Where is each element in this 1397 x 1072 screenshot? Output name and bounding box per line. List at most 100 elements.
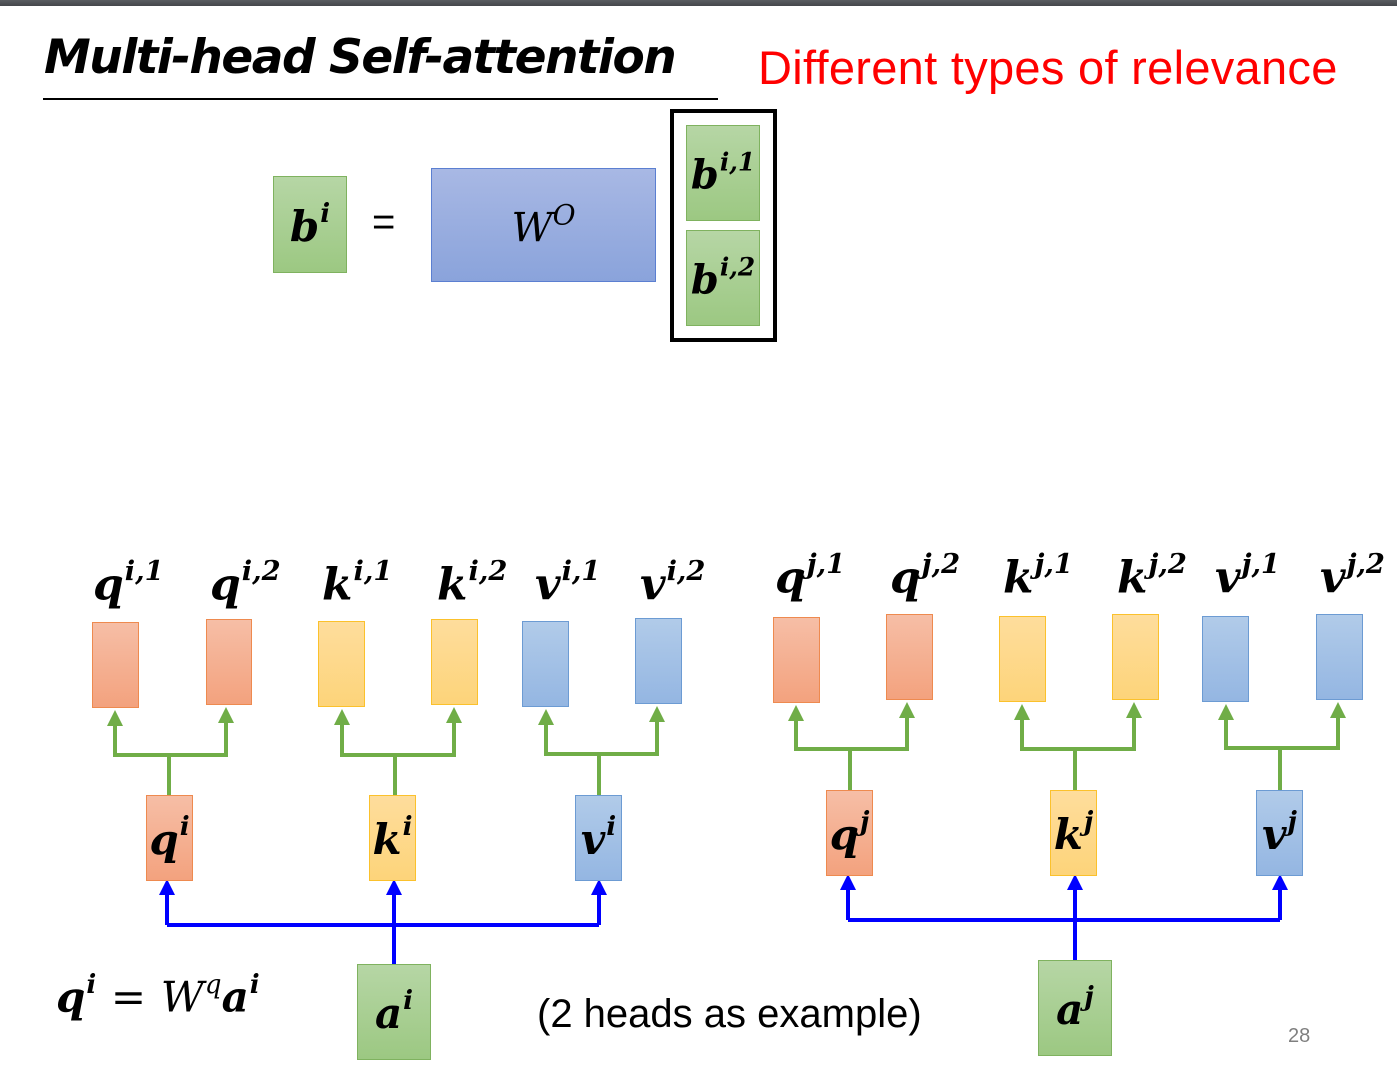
input-vector-a-j: aj bbox=[1038, 960, 1112, 1056]
query-box-q-i: qi bbox=[146, 795, 193, 881]
math-superscript: i bbox=[606, 812, 617, 843]
math-base: k bbox=[1117, 552, 1148, 604]
math-superscript: O bbox=[552, 198, 576, 232]
title-underline bbox=[43, 98, 718, 100]
head-label-q-i-1: qi,1 bbox=[93, 555, 164, 611]
math-base: b bbox=[690, 151, 719, 199]
math-superscript: j,2 bbox=[1346, 548, 1385, 580]
math-superscript: j bbox=[1287, 807, 1297, 838]
key-label: ki bbox=[370, 812, 415, 864]
head-label-v-i-2: vi,2 bbox=[640, 555, 705, 611]
math-base: a bbox=[374, 988, 403, 1038]
math-base: v bbox=[1262, 809, 1287, 859]
math-superscript: j,1 bbox=[1241, 548, 1280, 580]
math-base: k bbox=[372, 814, 402, 864]
head-box-q-i-2 bbox=[206, 619, 252, 705]
math-base: q bbox=[890, 552, 921, 604]
heads-caption: (2 heads as example) bbox=[537, 992, 922, 1036]
head-box-v-j-2 bbox=[1316, 614, 1363, 700]
math-base: q bbox=[210, 559, 241, 611]
page-number: 28 bbox=[1288, 1025, 1311, 1047]
math-base: q bbox=[829, 809, 859, 859]
math-superscript: i,1 bbox=[353, 555, 393, 587]
head-output-b-i-2: bi,2 bbox=[686, 230, 760, 326]
key-box-k-j: kj bbox=[1050, 790, 1097, 876]
head-label-k-j-2: kj,2 bbox=[1117, 548, 1187, 604]
head-label-q-i-2: qi,2 bbox=[210, 555, 281, 611]
math-superscript: q bbox=[204, 970, 222, 1000]
math-base: k bbox=[437, 559, 468, 611]
math-base: v bbox=[1215, 552, 1241, 604]
input-vector-a-i: ai bbox=[357, 964, 431, 1060]
head-output-b-i-1: bi,1 bbox=[686, 125, 760, 221]
math-base: v bbox=[1320, 552, 1346, 604]
math-base: W bbox=[160, 972, 204, 1022]
math-base: a bbox=[221, 972, 249, 1022]
slide-title: Multi-head Self-attention bbox=[44, 30, 677, 85]
math-base: q bbox=[775, 552, 806, 604]
math-superscript: j,1 bbox=[1034, 548, 1073, 580]
head-label-k-i-2: ki,2 bbox=[437, 555, 507, 611]
math-superscript: j bbox=[1083, 807, 1094, 838]
head-box-k-i-1 bbox=[318, 621, 365, 707]
math-base: a bbox=[1056, 984, 1084, 1034]
math-base: k bbox=[1053, 809, 1083, 859]
head-output-label: bi,2 bbox=[687, 253, 759, 304]
head-box-k-j-1 bbox=[999, 616, 1046, 702]
math-superscript: j,1 bbox=[806, 548, 846, 580]
math-superscript: i bbox=[86, 970, 97, 1000]
head-label-k-j-1: kj,1 bbox=[1003, 548, 1073, 604]
slide-top-bar bbox=[0, 0, 1397, 6]
math-base: q bbox=[149, 814, 179, 864]
head-label-q-j-2: qj,2 bbox=[890, 548, 960, 604]
head-label-v-j-2: vj,2 bbox=[1320, 548, 1385, 604]
math-superscript: i bbox=[320, 198, 331, 229]
value-box-v-j: vj bbox=[1256, 790, 1303, 876]
equals-sign: = bbox=[372, 200, 396, 244]
math-base: q bbox=[93, 559, 124, 611]
math-base: v bbox=[580, 814, 606, 864]
output-matrix-W-O: WO bbox=[431, 168, 656, 282]
math-superscript: j,2 bbox=[1148, 548, 1187, 580]
math-base: k bbox=[322, 559, 353, 611]
math-superscript: i,2 bbox=[468, 555, 508, 587]
head-output-label: bi,1 bbox=[687, 148, 759, 199]
math-superscript: i bbox=[249, 970, 260, 1000]
head-label-k-i-1: ki,1 bbox=[322, 555, 392, 611]
math-base: b bbox=[690, 256, 719, 304]
math-superscript: i,2 bbox=[241, 555, 281, 587]
math-base: v bbox=[640, 559, 666, 611]
slide-subtitle: Different types of relevance bbox=[758, 41, 1338, 94]
head-box-q-j-1 bbox=[773, 617, 820, 703]
head-label-v-i-1: vi,1 bbox=[535, 555, 600, 611]
math-superscript: i bbox=[403, 986, 414, 1017]
output-matrix-label: WO bbox=[432, 199, 655, 252]
head-box-v-i-1 bbox=[522, 621, 569, 707]
math-base: q bbox=[56, 972, 86, 1022]
input-label: aj bbox=[1039, 982, 1111, 1034]
query-label: qi bbox=[147, 812, 192, 864]
output-vector-label: bi bbox=[274, 199, 346, 251]
output-vector-b-i: bi bbox=[273, 176, 347, 273]
head-label-q-j-1: qj,1 bbox=[775, 548, 845, 604]
query-label: qj bbox=[827, 807, 872, 859]
math-superscript: j bbox=[859, 807, 870, 838]
equals-sign: = bbox=[110, 972, 147, 1022]
math-superscript: i bbox=[402, 812, 413, 843]
math-base: W bbox=[511, 205, 553, 252]
value-label: vj bbox=[1257, 807, 1302, 859]
math-base: b bbox=[289, 201, 320, 251]
math-superscript: i,2 bbox=[719, 252, 756, 282]
head-box-k-i-2 bbox=[431, 619, 478, 705]
math-superscript: i,1 bbox=[719, 147, 756, 177]
input-label: ai bbox=[358, 986, 430, 1038]
head-box-v-j-1 bbox=[1202, 616, 1249, 702]
concat-bracket-frame bbox=[670, 109, 777, 342]
head-box-q-i-1 bbox=[92, 622, 139, 708]
head-label-v-j-1: vj,1 bbox=[1215, 548, 1280, 604]
value-label: vi bbox=[576, 812, 621, 864]
head-box-q-j-2 bbox=[886, 614, 933, 700]
math-superscript: j bbox=[1084, 982, 1094, 1013]
projection-formula: qi = Wqai bbox=[56, 970, 260, 1022]
